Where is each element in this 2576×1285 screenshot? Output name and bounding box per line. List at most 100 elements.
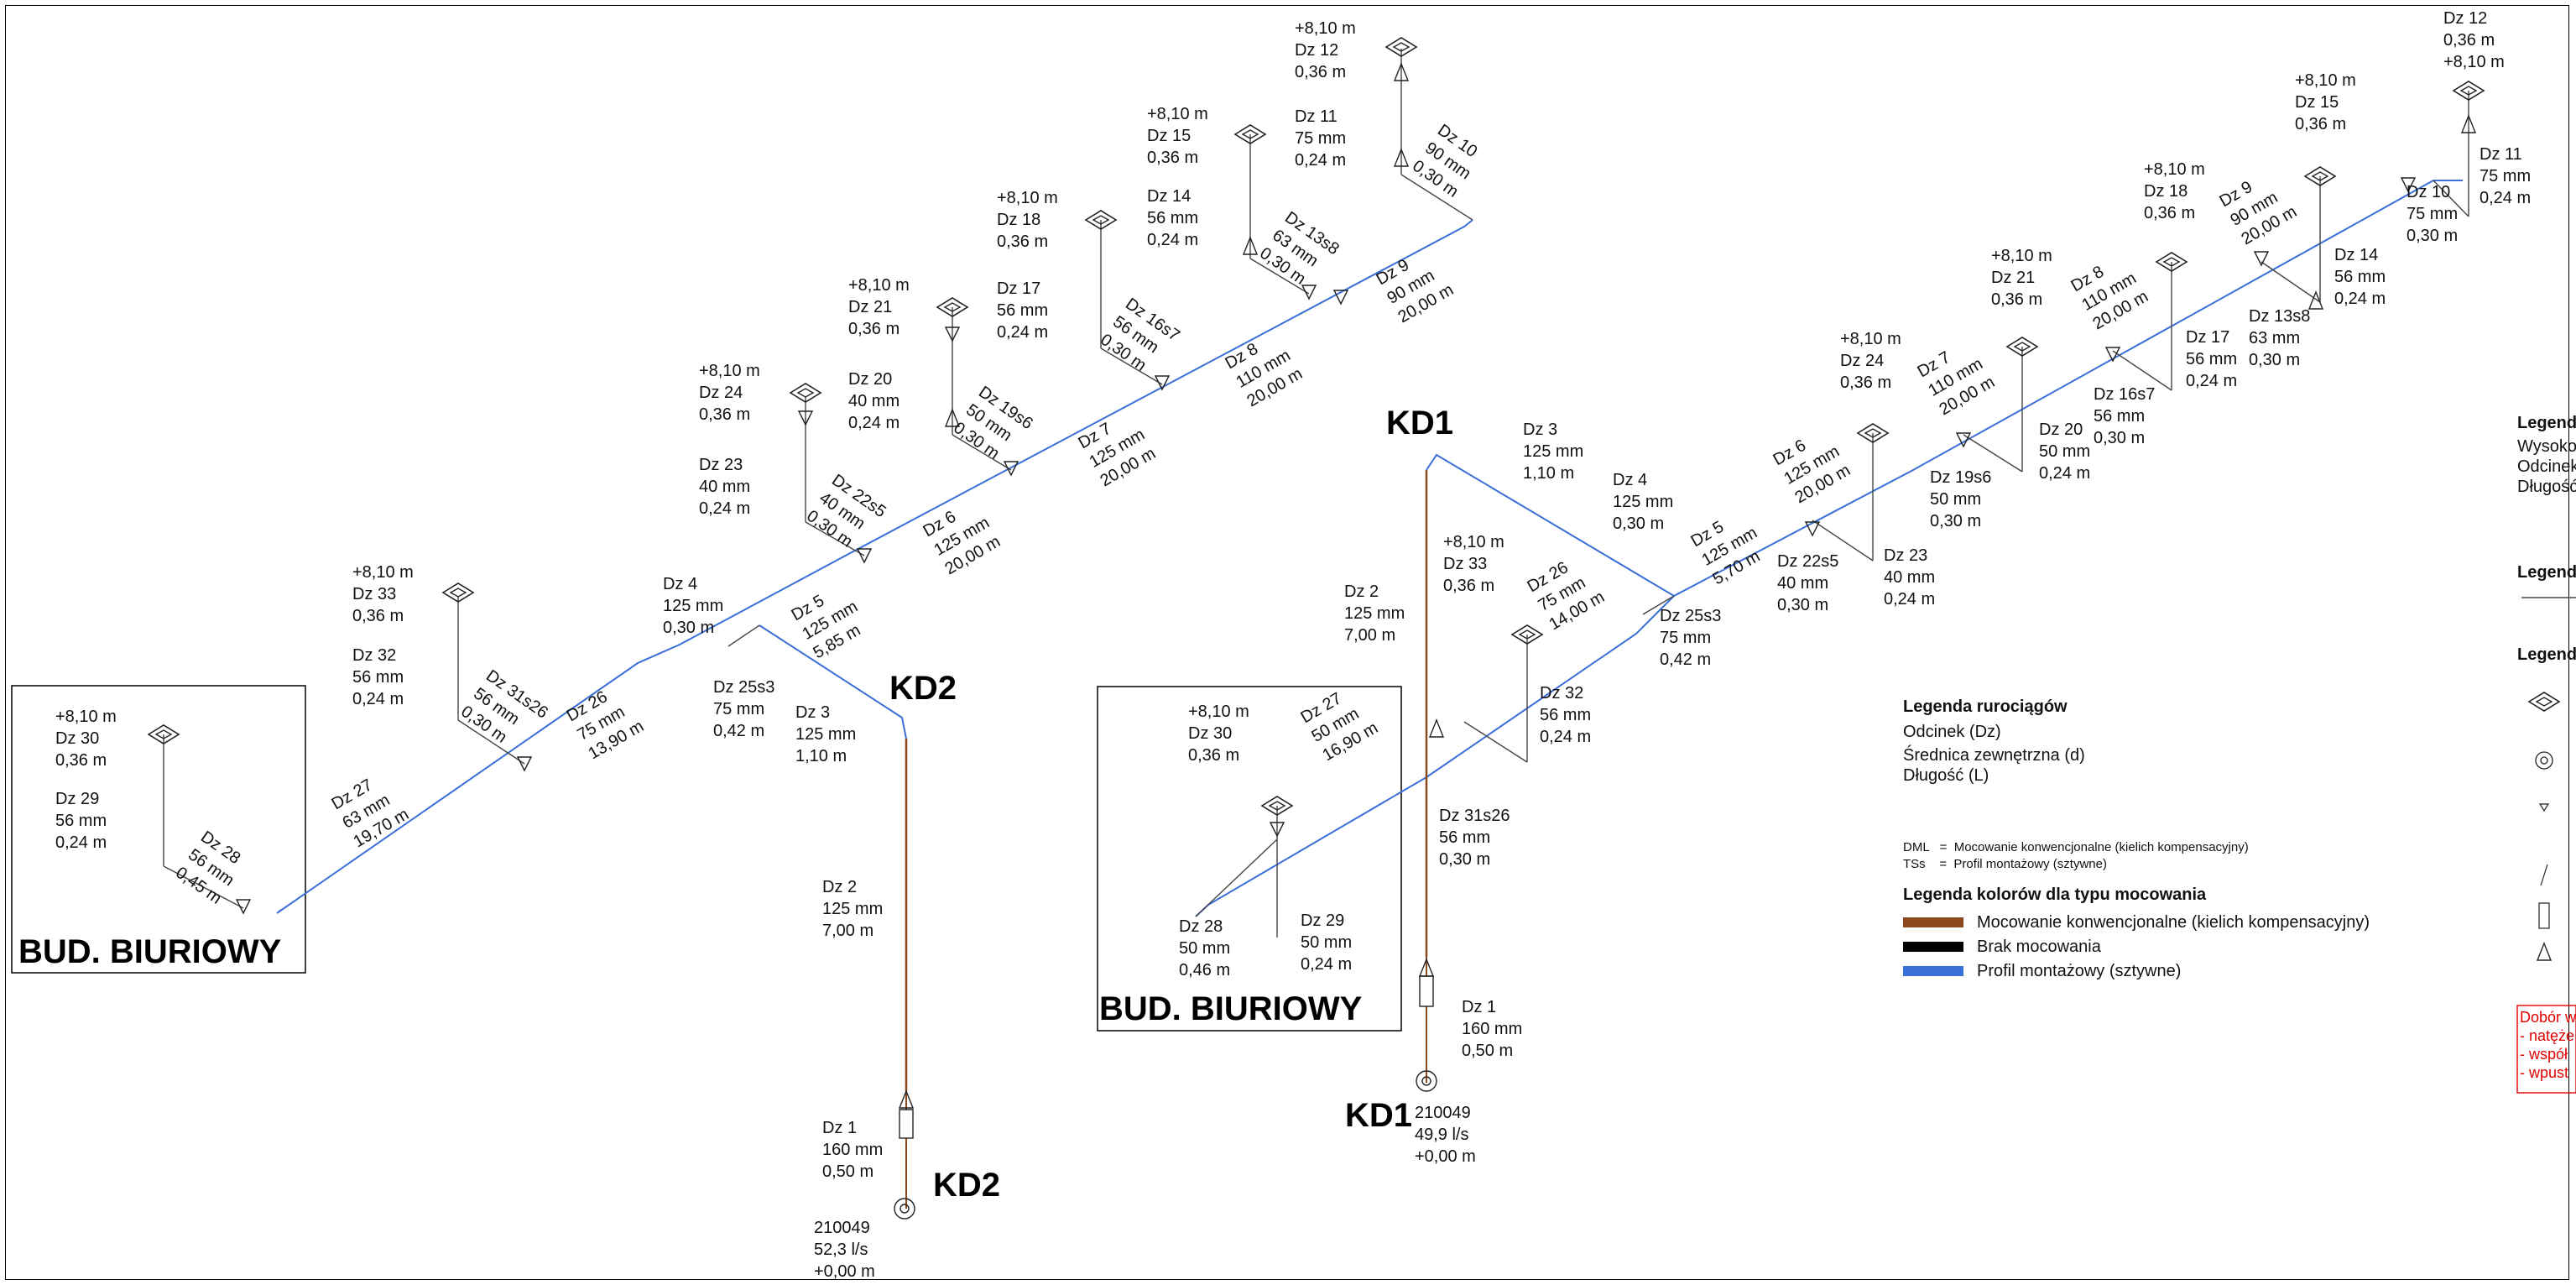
legend-line-2: Średnica zewnętrzna (d) (1903, 744, 2085, 765)
label-line: Dz 4 (1613, 471, 1647, 489)
label-line: Dz 18 (2144, 182, 2188, 201)
label-line: 0,36 m (699, 405, 750, 424)
label-line: Dz 1 (822, 1119, 857, 1137)
left-main-profile-pipe (276, 219, 1473, 914)
label-line: 125 mm (822, 900, 883, 918)
left-label-dz22s5: Dz 22s540 mm0,30 m (803, 471, 889, 557)
label-line: 56 mm (1439, 828, 1490, 847)
label-line: 56 mm (352, 668, 404, 687)
drawing-frame (5, 5, 2569, 1280)
label-line: 63 mm (2249, 329, 2300, 347)
label-line: 0,24 m (2334, 290, 2386, 308)
label-line: 0,24 m (848, 414, 900, 432)
label-line: 0,24 m (2480, 189, 2531, 207)
label-line: +0,00 m (814, 1262, 875, 1281)
label-line: 0,24 m (2186, 372, 2237, 390)
label-line: Dz 24 (699, 384, 743, 402)
label-line: 210049 (814, 1219, 870, 1237)
legend-abbr-2: TSs = Profil montażowy (sztywne) (1903, 857, 2107, 871)
label-line: Dz 30 (1188, 724, 1232, 743)
label-line: 75 mm (2480, 167, 2531, 185)
label-line: +8,10 m (55, 708, 117, 726)
label-line: 0,30 m (1613, 515, 1664, 533)
legend-colors: Legenda kolorów dla typu mocowania Mocow… (1903, 885, 2370, 980)
left-label-dz10: Dz 1090 mm0,30 m (1409, 121, 1487, 201)
legend-swatch-none (1903, 942, 1963, 952)
label-line: 0,36 m (848, 320, 900, 338)
label-line: 50 mm (1179, 939, 1230, 958)
left-dz3-pipe (759, 624, 907, 739)
label-line: 0,36 m (1840, 373, 1891, 392)
label-line: 49,9 l/s (1415, 1126, 1468, 1144)
label-line: 0,36 m (2443, 31, 2495, 50)
right-dz3-pipe (1426, 453, 1675, 597)
label-line: Dz 21 (1991, 269, 2035, 287)
label-line: Dz 30 (55, 729, 99, 748)
label-line: 0,46 m (1179, 961, 1230, 979)
label-line: +8,10 m (699, 362, 760, 380)
label-line: Dz 13s8 (2249, 307, 2310, 326)
label-line: 75 mm (713, 700, 764, 718)
left-label-dz7: Dz 7125 mm20,00 m (1076, 406, 1160, 490)
label-line: 0,24 m (1540, 728, 1591, 746)
edge-legend-b-title: Legend (2517, 563, 2576, 582)
label-line: 0,30 m (663, 619, 714, 637)
label-line: +8,10 m (2295, 71, 2356, 90)
left-label-dz9: Dz 990 mm20,00 m (1374, 243, 1457, 326)
label-line: 125 mm (1344, 604, 1405, 623)
label-line: 0,24 m (352, 690, 404, 708)
label-line: 56 mm (55, 812, 107, 830)
label-line: 125 mm (1613, 493, 1673, 511)
label-line: Dz 15 (1147, 127, 1191, 145)
building-box-left (11, 685, 306, 974)
label-line: Dz 17 (2186, 328, 2229, 347)
label-line: 7,00 m (1344, 626, 1395, 645)
legend-color-label-2: Brak mocowania (1977, 938, 2102, 956)
left-kd-bottom: KD2 (933, 1167, 1000, 1204)
legend-color-label-1: Mocowanie konwencjonalne (kielich kompen… (1977, 913, 2370, 932)
label-line: Dz 14 (1147, 187, 1191, 206)
left-kd-top: KD2 (889, 670, 957, 707)
label-line: Dz 2 (822, 878, 857, 896)
label-line: Dz 11 (2480, 145, 2522, 164)
label-line: Dz 3 (1523, 420, 1557, 439)
label-line: 125 mm (1523, 442, 1583, 461)
label-line: 50 mm (2039, 442, 2090, 461)
right-label-dz11: Dz 11 75 mm 0,24 m (2480, 145, 2531, 207)
label-line: 56 mm (997, 301, 1048, 320)
right-building-label: BUD. BIURIOWY (1099, 990, 1363, 1027)
left-label-dz8: Dz 8110 mm20,00 m (1223, 326, 1306, 410)
label-line: +8,10 m (1295, 19, 1356, 38)
label-line: 0,30 m (1930, 512, 1981, 530)
label-line: 0,24 m (699, 499, 750, 518)
edge-legend-a-title: Legend (2517, 414, 2576, 432)
label-line: 52,3 l/s (814, 1241, 868, 1259)
left-cones (236, 63, 1409, 914)
label-line: 75 mm (1295, 129, 1346, 148)
right-label-dz26: Dz 2675 mm14,00 m (1525, 550, 1609, 634)
label-line: +8,10 m (1147, 105, 1208, 123)
label-line: +8,10 m (1443, 533, 1504, 551)
legend-swatch-conventional (1903, 917, 1963, 927)
label-line: 1,10 m (795, 747, 847, 765)
label-line: Dz 4 (663, 575, 697, 593)
legend-line-3: Długość (L) (1903, 766, 1989, 785)
